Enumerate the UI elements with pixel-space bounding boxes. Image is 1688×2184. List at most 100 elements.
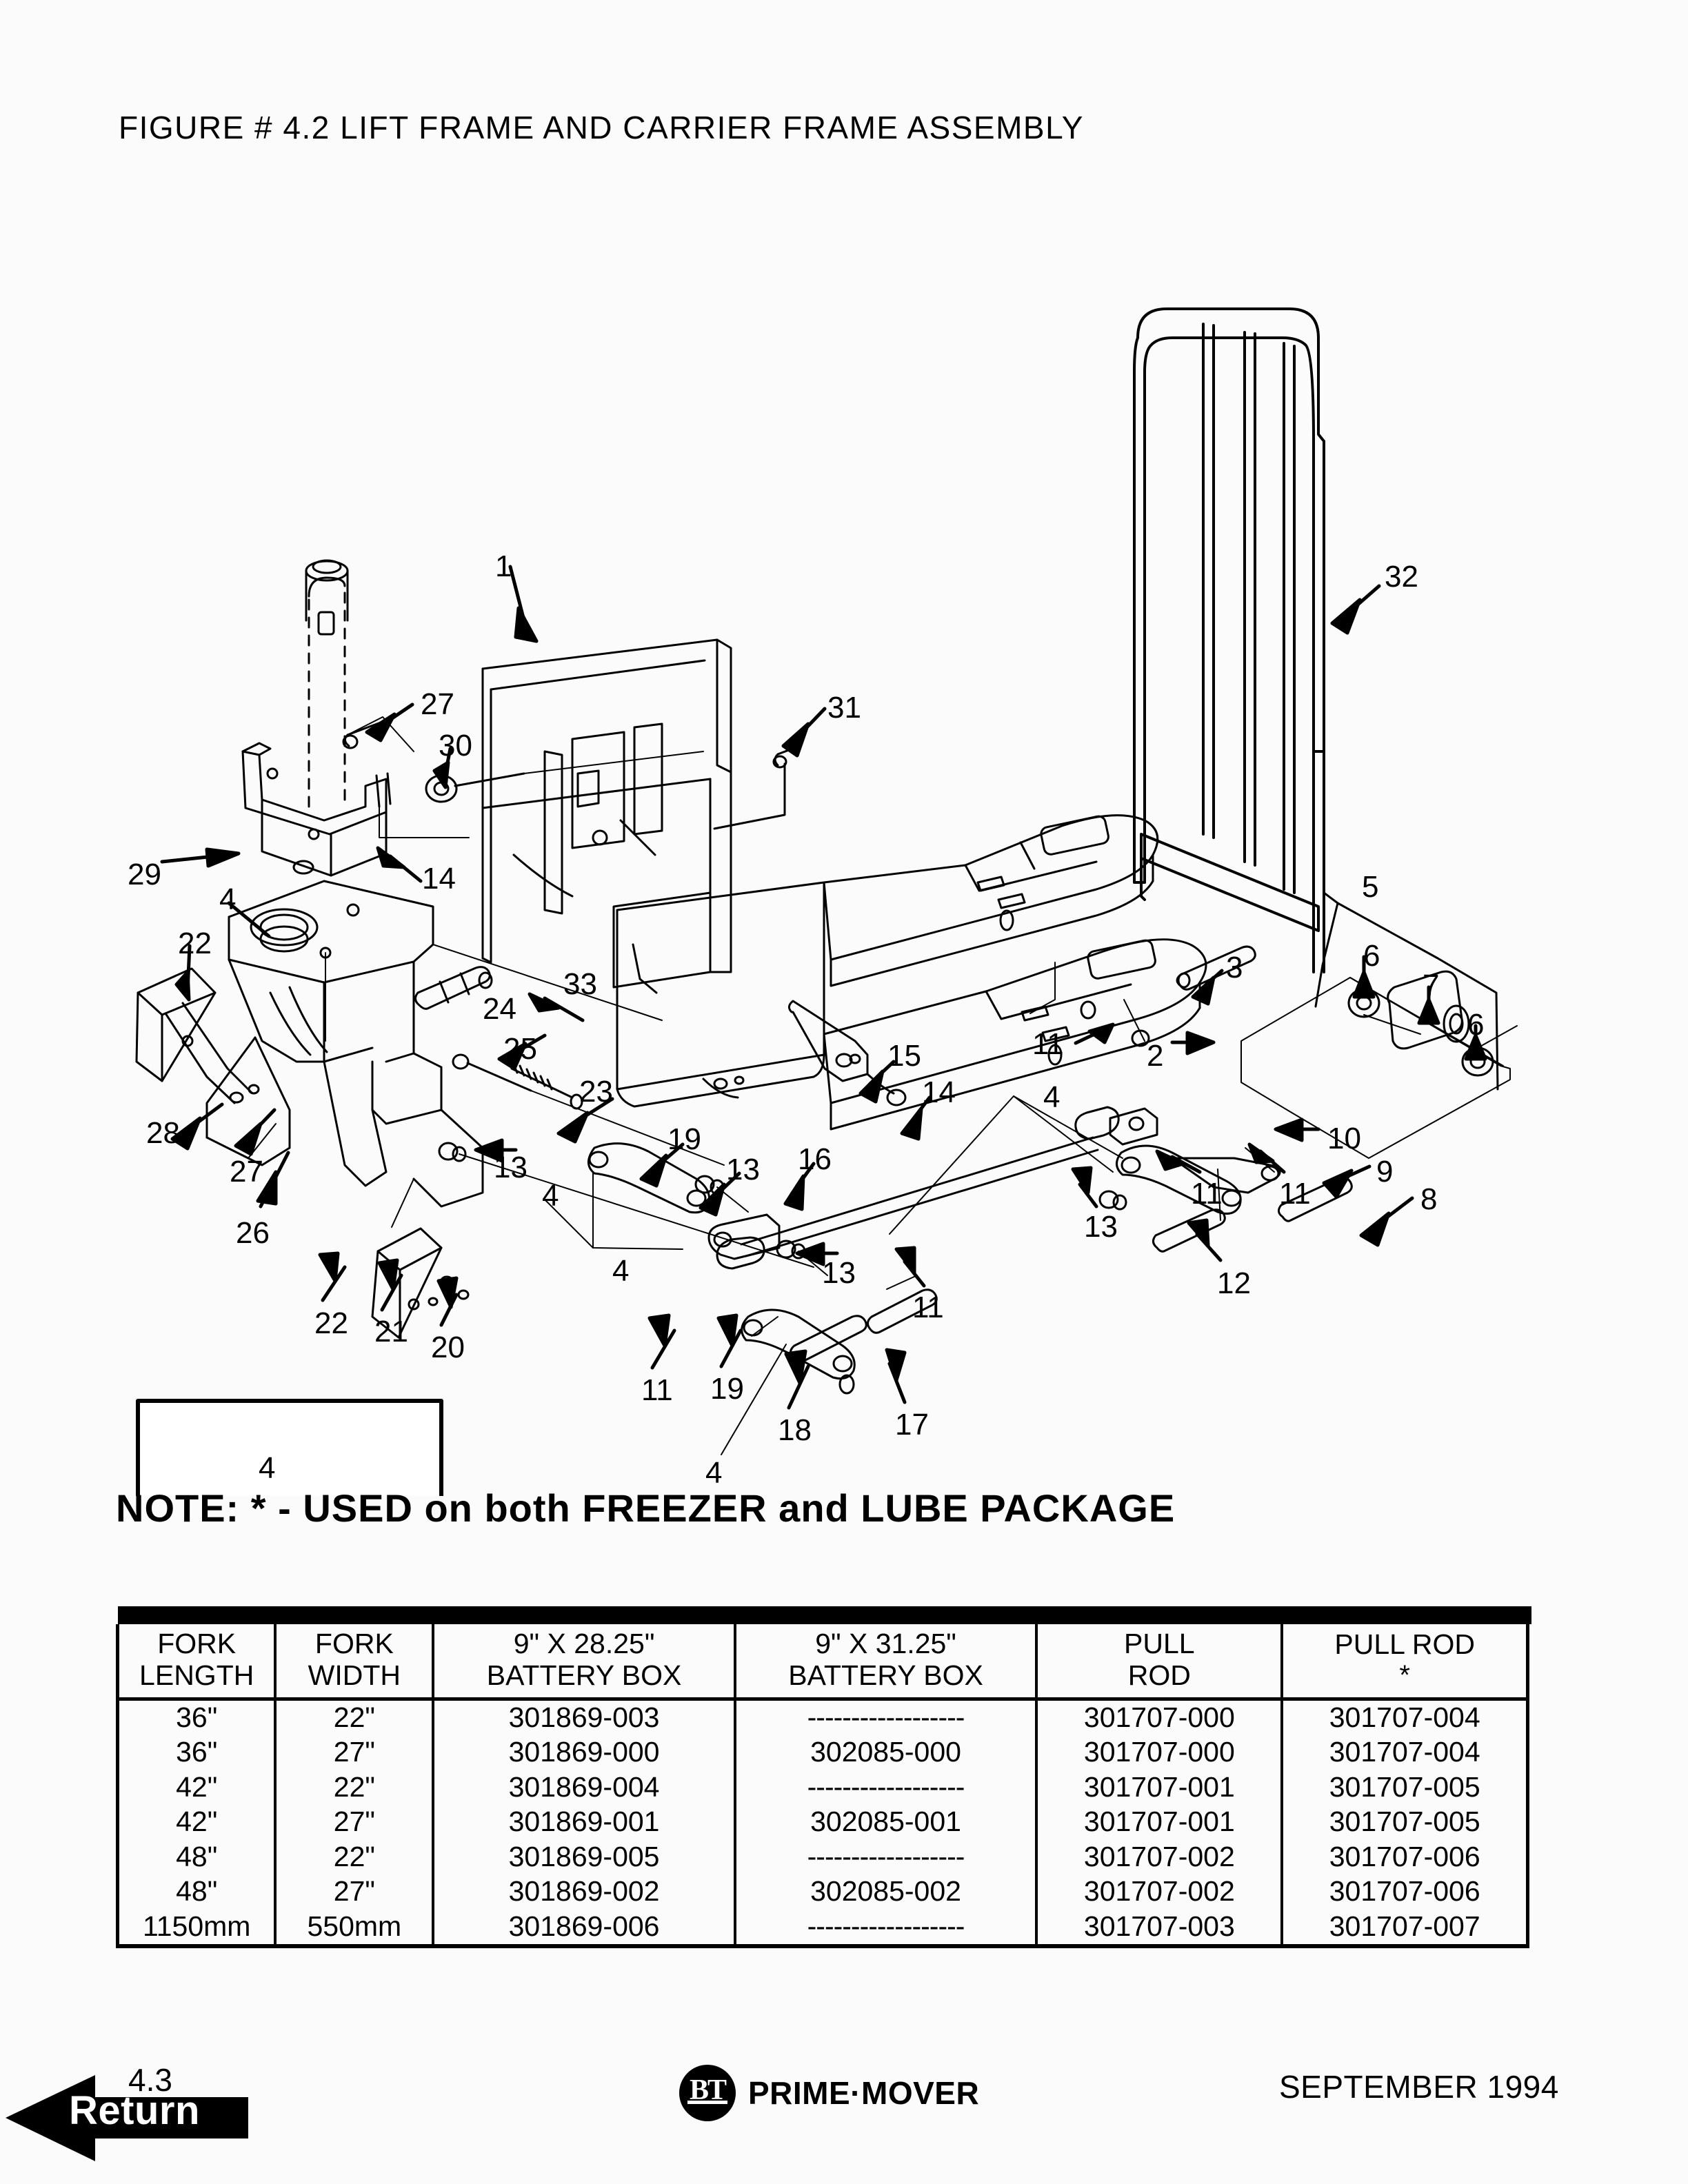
specification-table: FORK LENGTH FORK WIDTH 9" X 28.25" BATTE… — [116, 1624, 1530, 1949]
callout-number-10: 10 — [1327, 1122, 1361, 1155]
table-cell: ------------------ — [733, 1699, 1038, 1736]
callout-number-32: 32 — [1385, 560, 1418, 594]
callout-number-24: 24 — [483, 992, 516, 1026]
callout-number-9: 9 — [1376, 1155, 1394, 1189]
table-cell: 301869-004 — [432, 1770, 736, 1806]
lift-frame-panel-part — [481, 638, 732, 989]
wear-pad-parts — [135, 967, 470, 1339]
callout-number-26: 26 — [236, 1216, 270, 1250]
column-header-battery-box-28: 9" X 28.25" BATTERY BOX — [432, 1624, 736, 1701]
table-cell: 1150mm — [116, 1909, 277, 1949]
callout-number-30: 30 — [439, 729, 472, 762]
table-cell: 301707-000 — [1035, 1735, 1284, 1770]
freezer-lube-asterisk: * — [1399, 1660, 1410, 1691]
brand-logo: BT PRIME·MOVER — [679, 2065, 979, 2121]
callout-number-4: 4 — [219, 882, 237, 916]
table-row: 48"22"301869-005------------------301707… — [116, 1839, 1530, 1875]
callout-number-11: 11 — [1032, 1027, 1064, 1061]
table-cell: 301707-003 — [1035, 1909, 1284, 1949]
table-cell: 301707-000 — [1035, 1699, 1284, 1736]
table-cell: ------------------ — [733, 1770, 1038, 1806]
table-cell: 27" — [274, 1874, 435, 1910]
column-header-pull-rod: PULL ROD — [1035, 1624, 1284, 1701]
callout-number-19: 19 — [667, 1122, 701, 1156]
callout-number-13: 13 — [494, 1151, 528, 1184]
table-cell: 42" — [116, 1805, 277, 1840]
table-cell: 301707-002 — [1035, 1874, 1284, 1910]
table-cell: 301707-005 — [1280, 1805, 1530, 1840]
table-cell: 301707-006 — [1280, 1839, 1530, 1875]
table-cell: 22" — [274, 1770, 435, 1806]
column-header-fork-width: FORK WIDTH — [274, 1624, 435, 1701]
table-cell: 48" — [116, 1874, 277, 1910]
callout-number-22: 22 — [178, 927, 212, 960]
column-header-fork-length: FORK LENGTH — [116, 1624, 277, 1701]
callout-number-20: 20 — [431, 1331, 465, 1364]
callout-number-4: 4 — [1043, 1080, 1061, 1114]
callout-number-29: 29 — [128, 858, 161, 891]
callout-number-11: 11 — [912, 1291, 944, 1324]
callout-number-6: 6 — [1467, 1008, 1485, 1042]
linkage-arm-parts — [587, 1142, 1281, 1395]
table-cell: 301707-001 — [1035, 1805, 1284, 1840]
callout-number-13: 13 — [726, 1153, 760, 1186]
callout-number-14: 14 — [922, 1075, 956, 1109]
grease-fitting-inset — [136, 1399, 443, 1496]
return-button[interactable] — [6, 2075, 254, 2161]
table-cell: 27" — [274, 1805, 435, 1840]
brand-name: PRIME·MOVER — [748, 2075, 980, 2111]
callout-number-33: 33 — [563, 967, 597, 1001]
callout-number-27: 27 — [421, 687, 454, 721]
callout-number-31: 31 — [827, 691, 861, 725]
table-header-row: FORK LENGTH FORK WIDTH 9" X 28.25" BATTE… — [116, 1624, 1530, 1701]
table-cell: 302085-001 — [733, 1805, 1038, 1840]
table-cell: 301869-001 — [432, 1805, 736, 1840]
document-date: SEPTEMBER 1994 — [1279, 2069, 1559, 2105]
table-cell: 42" — [116, 1770, 277, 1806]
callout-number-28: 28 — [146, 1116, 180, 1150]
table-cell: 301707-007 — [1280, 1909, 1530, 1949]
reference-leader-lines — [248, 716, 1518, 1455]
table-cell: 48" — [116, 1839, 277, 1875]
callout-number-17: 17 — [895, 1408, 929, 1442]
callout-number-1: 1 — [495, 549, 512, 583]
callout-number-16: 16 — [798, 1142, 832, 1176]
table-cell: 27" — [274, 1735, 435, 1770]
table-cell: 301707-002 — [1035, 1839, 1284, 1875]
table-row: 36"22"301869-003------------------301707… — [116, 1699, 1530, 1736]
callout-number-8: 8 — [1420, 1182, 1438, 1216]
callout-number-11: 11 — [1191, 1177, 1223, 1211]
table-cell: ------------------ — [733, 1909, 1038, 1949]
callout-number-4: 4 — [612, 1254, 630, 1288]
page-number: 4.3 — [128, 2062, 172, 2098]
callout-number-13: 13 — [822, 1256, 856, 1290]
callout-number-3: 3 — [1226, 951, 1243, 984]
table-cell: 22" — [274, 1699, 435, 1736]
callout-number-4: 4 — [705, 1456, 723, 1490]
left-arrow-icon — [6, 2075, 248, 2161]
callout-number-23: 23 — [579, 1075, 613, 1109]
bt-roundel-icon: BT — [679, 2065, 736, 2121]
callout-number-4: 4 — [542, 1179, 559, 1213]
note-text: NOTE: * - USED on both FREEZER and LUBE … — [116, 1486, 1176, 1530]
table-cell: 301869-000 — [432, 1735, 736, 1770]
column-header-pull-rod-starred: PULL ROD * — [1280, 1624, 1530, 1701]
table-cell: 301869-002 — [432, 1874, 736, 1910]
callout-number-25: 25 — [503, 1032, 537, 1066]
table-cell: 301707-005 — [1280, 1770, 1530, 1806]
callout-number-13: 13 — [1084, 1210, 1118, 1244]
callout-number-15: 15 — [887, 1039, 921, 1073]
callout-number-7: 7 — [1423, 969, 1440, 1002]
table-cell: 36" — [116, 1699, 277, 1736]
callout-number-18: 18 — [778, 1413, 812, 1447]
specification-table-wrapper: FORK LENGTH FORK WIDTH 9" X 28.25" BATTE… — [116, 1606, 1531, 1949]
table-cell: 301707-004 — [1280, 1735, 1530, 1770]
table-cell: ------------------ — [733, 1839, 1038, 1875]
callout-number-11: 11 — [1279, 1177, 1311, 1211]
column-header-battery-box-31: 9" X 31.25" BATTERY BOX — [733, 1624, 1038, 1701]
table-cell: 301707-004 — [1280, 1699, 1530, 1736]
callout-number-27: 27 — [230, 1155, 263, 1189]
callout-number-2: 2 — [1147, 1039, 1164, 1073]
